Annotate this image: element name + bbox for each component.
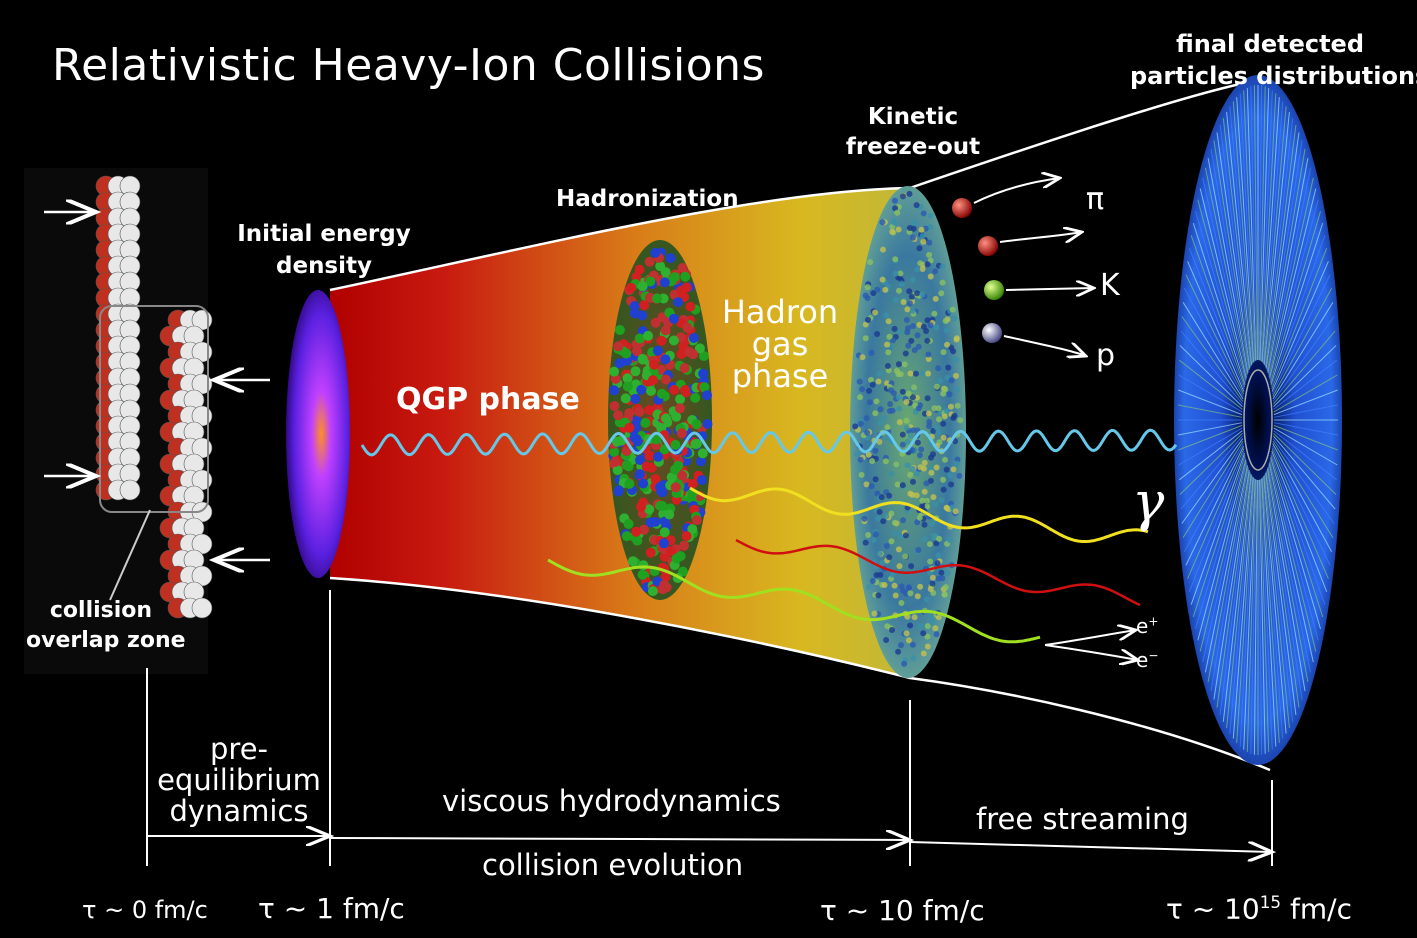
incoming-arrows bbox=[44, 212, 270, 560]
collision-line: collision bbox=[49, 598, 153, 623]
proton-ball bbox=[982, 323, 1002, 343]
collision-evolution-label: collision evolution bbox=[482, 848, 744, 882]
freezeout-line: freeze-out bbox=[845, 134, 981, 160]
time-1-label: τ ~ 1 fm/c bbox=[258, 892, 405, 925]
kaon-label: K bbox=[1100, 268, 1120, 303]
detector-tracks bbox=[1178, 85, 1338, 755]
photon-wave bbox=[360, 428, 1178, 457]
final-detected-label: final detected particles distributions bbox=[1130, 28, 1417, 92]
final-detected-line-2: particles distributions bbox=[1130, 62, 1417, 90]
freezeout-texture bbox=[852, 190, 964, 667]
cone-upper-edge bbox=[329, 78, 1261, 292]
free-streaming-label: free streaming bbox=[976, 802, 1189, 836]
time-1015-unit: fm/c bbox=[1281, 892, 1352, 926]
pion-ball-2 bbox=[978, 236, 998, 256]
e-minus-base: e bbox=[1136, 648, 1149, 672]
hadron-gas-label: Hadron gas phase bbox=[712, 296, 848, 392]
timeline bbox=[146, 590, 1272, 866]
detector-image bbox=[1174, 75, 1342, 765]
collision-zone-label: collision overlap zone bbox=[26, 596, 186, 656]
phase-line: phase bbox=[731, 357, 829, 395]
hadronization-label: Hadronization bbox=[556, 186, 739, 212]
overlap-zone-line: overlap zone bbox=[26, 628, 186, 653]
cone-lower-edge bbox=[329, 576, 1271, 772]
gamma-label: γ bbox=[1132, 470, 1165, 533]
nucleus-left bbox=[95, 175, 141, 501]
final-detected-line-1: final detected bbox=[1175, 30, 1364, 58]
dynamics-line: dynamics bbox=[169, 794, 309, 828]
time-1015-exponent: 15 bbox=[1259, 892, 1282, 912]
time-1015-label: τ ~ 1015 fm/c bbox=[1166, 892, 1352, 925]
particle-arrows bbox=[973, 178, 1138, 660]
gas-line: gas bbox=[751, 325, 809, 363]
kinetic-freezeout-label: Kinetic freeze-out bbox=[838, 102, 988, 162]
green-wave bbox=[547, 558, 1041, 644]
time-0-label: τ ~ 0 fm/c bbox=[82, 896, 208, 924]
viscous-hydro-label: viscous hydrodynamics bbox=[442, 784, 781, 818]
hadron-particles bbox=[608, 247, 713, 597]
page-title: Relativistic Heavy-Ion Collisions bbox=[52, 40, 765, 91]
e-plus-label: e+ bbox=[1136, 614, 1158, 638]
time-1015-base: τ ~ 10 bbox=[1166, 892, 1260, 926]
equilibrium-line: equilibrium bbox=[157, 763, 321, 797]
hadron-line: Hadron bbox=[721, 293, 839, 331]
kaon-ball bbox=[984, 280, 1004, 300]
proton-label: p bbox=[1096, 338, 1116, 373]
pion-label: π bbox=[1086, 182, 1105, 217]
pre-equilibrium-label: pre- equilibrium dynamics bbox=[150, 734, 328, 827]
e-minus-sup: − bbox=[1148, 648, 1159, 663]
initial-energy-label: Initial energy density bbox=[232, 218, 416, 282]
initial-energy-line-1: Initial energy bbox=[237, 221, 411, 247]
pion-ball-1 bbox=[952, 198, 972, 218]
e-minus-label: e− bbox=[1136, 648, 1158, 672]
qgp-phase-label: QGP phase bbox=[396, 382, 580, 417]
collision-zone-pointer bbox=[109, 509, 151, 601]
e-plus-sup: + bbox=[1148, 614, 1159, 629]
colliding-nuclei-image bbox=[24, 168, 213, 674]
red-wave bbox=[735, 538, 1141, 607]
initial-energy-blob bbox=[286, 290, 350, 578]
e-plus-base: e bbox=[1136, 614, 1149, 638]
time-10-label: τ ~ 10 fm/c bbox=[820, 894, 985, 927]
kinetic-line: Kinetic bbox=[867, 104, 959, 130]
initial-energy-line-2: density bbox=[276, 253, 372, 279]
pre-line: pre- bbox=[210, 732, 268, 766]
yellow-wave bbox=[689, 486, 1149, 543]
